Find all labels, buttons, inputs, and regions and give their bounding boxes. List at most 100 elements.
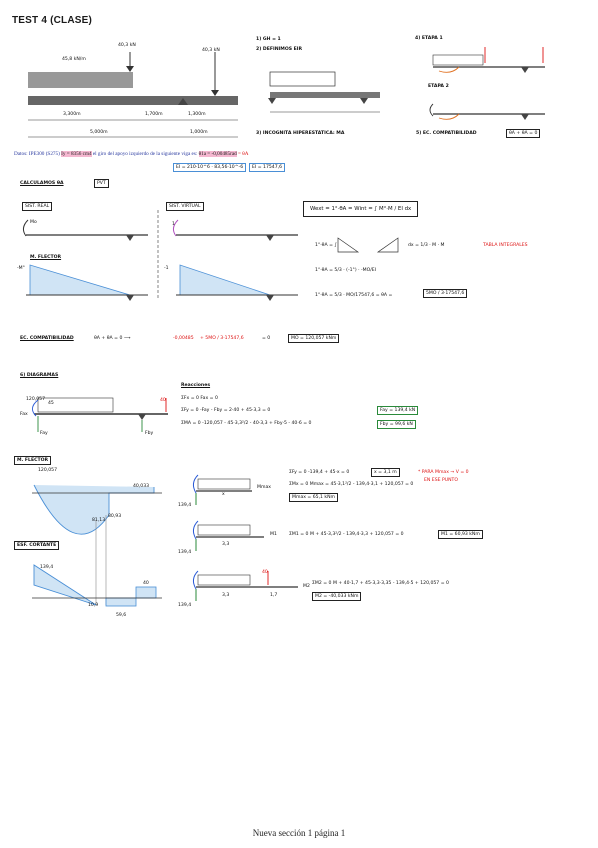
reacciones-label: Reacciones <box>181 383 211 388</box>
pvt-box: PVT <box>94 179 109 188</box>
datos-line: Datos: IPE300 (S275) Iy = 8356 cm4 el gi… <box>14 151 249 157</box>
ec-v3: 10,9 <box>88 603 99 608</box>
cortante-label: ESF. CORTANTE <box>14 541 60 550</box>
ei-formula: EI = 210·10^6 · 83,56·10^-6 <box>173 163 247 172</box>
step-4b: ETAPA 2 <box>428 84 449 89</box>
datos-inertia: Iy = 8356 cm4 <box>61 151 92 157</box>
compat-eq: θA + θA = 0 ⟶ <box>94 336 131 341</box>
span-a-label: 3,300m <box>63 112 81 117</box>
eq3: 1°·θA = 5/3 · MO/17547,6 = θA = <box>315 293 393 298</box>
total-b-label: 1,000m <box>190 130 208 135</box>
mflector-label: M. FLECTOR <box>14 456 52 465</box>
beam-figure-top-svg <box>28 52 238 138</box>
diag-fax: Fax <box>20 412 28 417</box>
diagram-beam <box>16 390 176 445</box>
compat-label: EC. COMPATIBILIDAD <box>20 336 74 341</box>
s3-res: M2 = -40,033 kNm <box>312 592 362 601</box>
m-neg-label: -M° <box>17 266 25 271</box>
mf-eq2-res: Mmax = 65,1 kNm <box>289 493 339 502</box>
s3-len1: 3,3 <box>222 593 230 598</box>
dist-load-label: 45,8 kN/m <box>62 57 86 62</box>
compat-result: MO = 120,057 kNm <box>288 334 340 343</box>
diagramas-label: 6) DIAGRAMAS <box>20 373 59 378</box>
step-4: 4) ETAPA 1 <box>415 36 443 41</box>
s2-res: M1 = 60,93 kNm <box>438 530 483 539</box>
s2-eq: ΣM1 = 0 M + 45·3,3²/2 - 139,4·3,3 + 120,… <box>289 532 404 537</box>
sist-figures <box>18 210 298 315</box>
s1-x: x <box>222 492 225 497</box>
ec-v1: 139,4 <box>40 565 54 570</box>
mf-eq2: ΣMx = 0 Mmax = 45·3,1²/2 - 139,4·3,1 + 1… <box>289 482 414 487</box>
point-load-1-label: 40,3 kN <box>118 43 136 48</box>
result-fby: Fby = 99,6 kN <box>377 420 416 429</box>
sist-virtual-label: SIST. VIRTUAL <box>166 202 204 211</box>
s3-p: 40 <box>262 570 268 575</box>
ec-v2: 40 <box>143 581 149 586</box>
step-1: 1) GH = 1 <box>256 37 281 42</box>
mf-eq1-res: x = 3,1 m <box>371 468 400 477</box>
distributed-load-block <box>28 72 133 88</box>
mo-label: Mo <box>30 220 37 225</box>
mflector-diagram <box>14 465 164 630</box>
datos-rotation: θ1a = -0,00485rad <box>198 151 237 157</box>
etapa-1-figure <box>425 45 555 85</box>
page-footer: Nueva sección 1 página 1 <box>252 828 346 838</box>
one-label: 1 <box>172 222 175 227</box>
m-flector-label: M. FLECTOR <box>30 255 62 260</box>
page-title: TEST 4 (CLASE) <box>12 15 93 26</box>
diag-p40: 40 <box>160 398 166 403</box>
eq3-result: 5MO / 3·17547,6 <box>423 289 468 298</box>
s3-m: M2 <box>303 584 310 589</box>
step-2-figure <box>262 62 402 132</box>
result-fay: Fay = 139,4 kN <box>377 406 419 415</box>
mf-note: * PARA Mmax → V = 0 <box>418 470 469 475</box>
mf-v2: 40,033 <box>133 484 150 489</box>
step-3: 3) INCOGNITA HIPERESTATICA: MA <box>256 131 345 136</box>
mf-v3: 81,13 <box>92 518 106 523</box>
wext-formula: Wext = 1°·θA = Wint = ∫ M°·M / EI dx <box>303 201 419 217</box>
s1-139: 139,4 <box>178 503 192 508</box>
mf-v1: 120,057 <box>38 468 57 473</box>
point-load-2-label: 40,3 kN <box>202 48 220 53</box>
tabla-note: TABLA INTEGRALES <box>483 243 528 248</box>
one-neg-label: -1 <box>164 266 169 271</box>
compat-term2: + 5MO / 3·17547,6 <box>200 336 244 341</box>
total-length-label: 5,000m <box>90 130 108 135</box>
diag-m0: 120,057 <box>26 397 45 402</box>
reaccion-3: ΣMA = 0 -120,057 - 45·3,3²/2 - 40·3,3 + … <box>181 421 312 426</box>
s2-m: M1 <box>270 532 277 537</box>
step-5-equation: θA + θA = 0 <box>506 129 541 138</box>
s3-eq: ΣM2 = 0 M + 40·1,7 + 45·3,3·3,35 - 139,4… <box>312 581 449 586</box>
s3-len2: 1,7 <box>270 593 278 598</box>
datos-prefix: Datos: IPE300 (S275) <box>14 151 60 157</box>
mf-eq1: ΣFy = 0 -139,4 + 45·x = 0 <box>289 470 350 475</box>
s2-len: 3,3 <box>222 542 230 547</box>
ec-v4: 59,6 <box>116 613 127 618</box>
step-5: 5) EC. COMPATIBILIDAD <box>416 131 477 136</box>
calc-label: CALCULAMOS θA <box>20 181 64 186</box>
s1-mmax: Mmax <box>257 485 271 490</box>
span-b-label: 1,700m <box>145 112 163 117</box>
eq1-right: dx = 1/3 · M · M <box>408 243 445 248</box>
integral-shapes <box>336 236 406 261</box>
datos-suffix: = θA <box>238 151 249 157</box>
step-2: 2) DEFINIMOS EIR <box>256 47 303 52</box>
section-figures <box>180 465 340 630</box>
etapa-2-figure <box>425 92 555 132</box>
beam-body <box>28 96 238 105</box>
eq2: 1°·θA = 5/3 · (-1°) · -MO/EI <box>315 268 377 273</box>
eq1-left: 1°·θA = ∫ <box>315 243 337 248</box>
compat-term1: -0,00485 <box>173 336 194 341</box>
mf-note2: EN ESE PUNTO <box>424 478 458 483</box>
mf-v4: 80,93 <box>108 514 122 519</box>
s3-139: 139,4 <box>178 603 192 608</box>
compat-end: = 0 <box>262 336 271 341</box>
reaccion-1: ΣFx = 0 Fax = 0 <box>181 396 218 401</box>
diag-fby: Fby <box>145 431 154 436</box>
reaccion-2: ΣFy = 0 -Fay - Fby = 2·40 + 45·3,3 = 0 <box>181 408 271 413</box>
datos-mid: el giro del apoyo izquierdo de la siguie… <box>92 151 198 157</box>
ei-value: EI = 17547,6 <box>249 163 286 172</box>
sist-real-label: SIST. REAL <box>22 202 53 211</box>
diag-fay: Fay <box>40 431 48 436</box>
support-pin-icon <box>178 98 188 105</box>
